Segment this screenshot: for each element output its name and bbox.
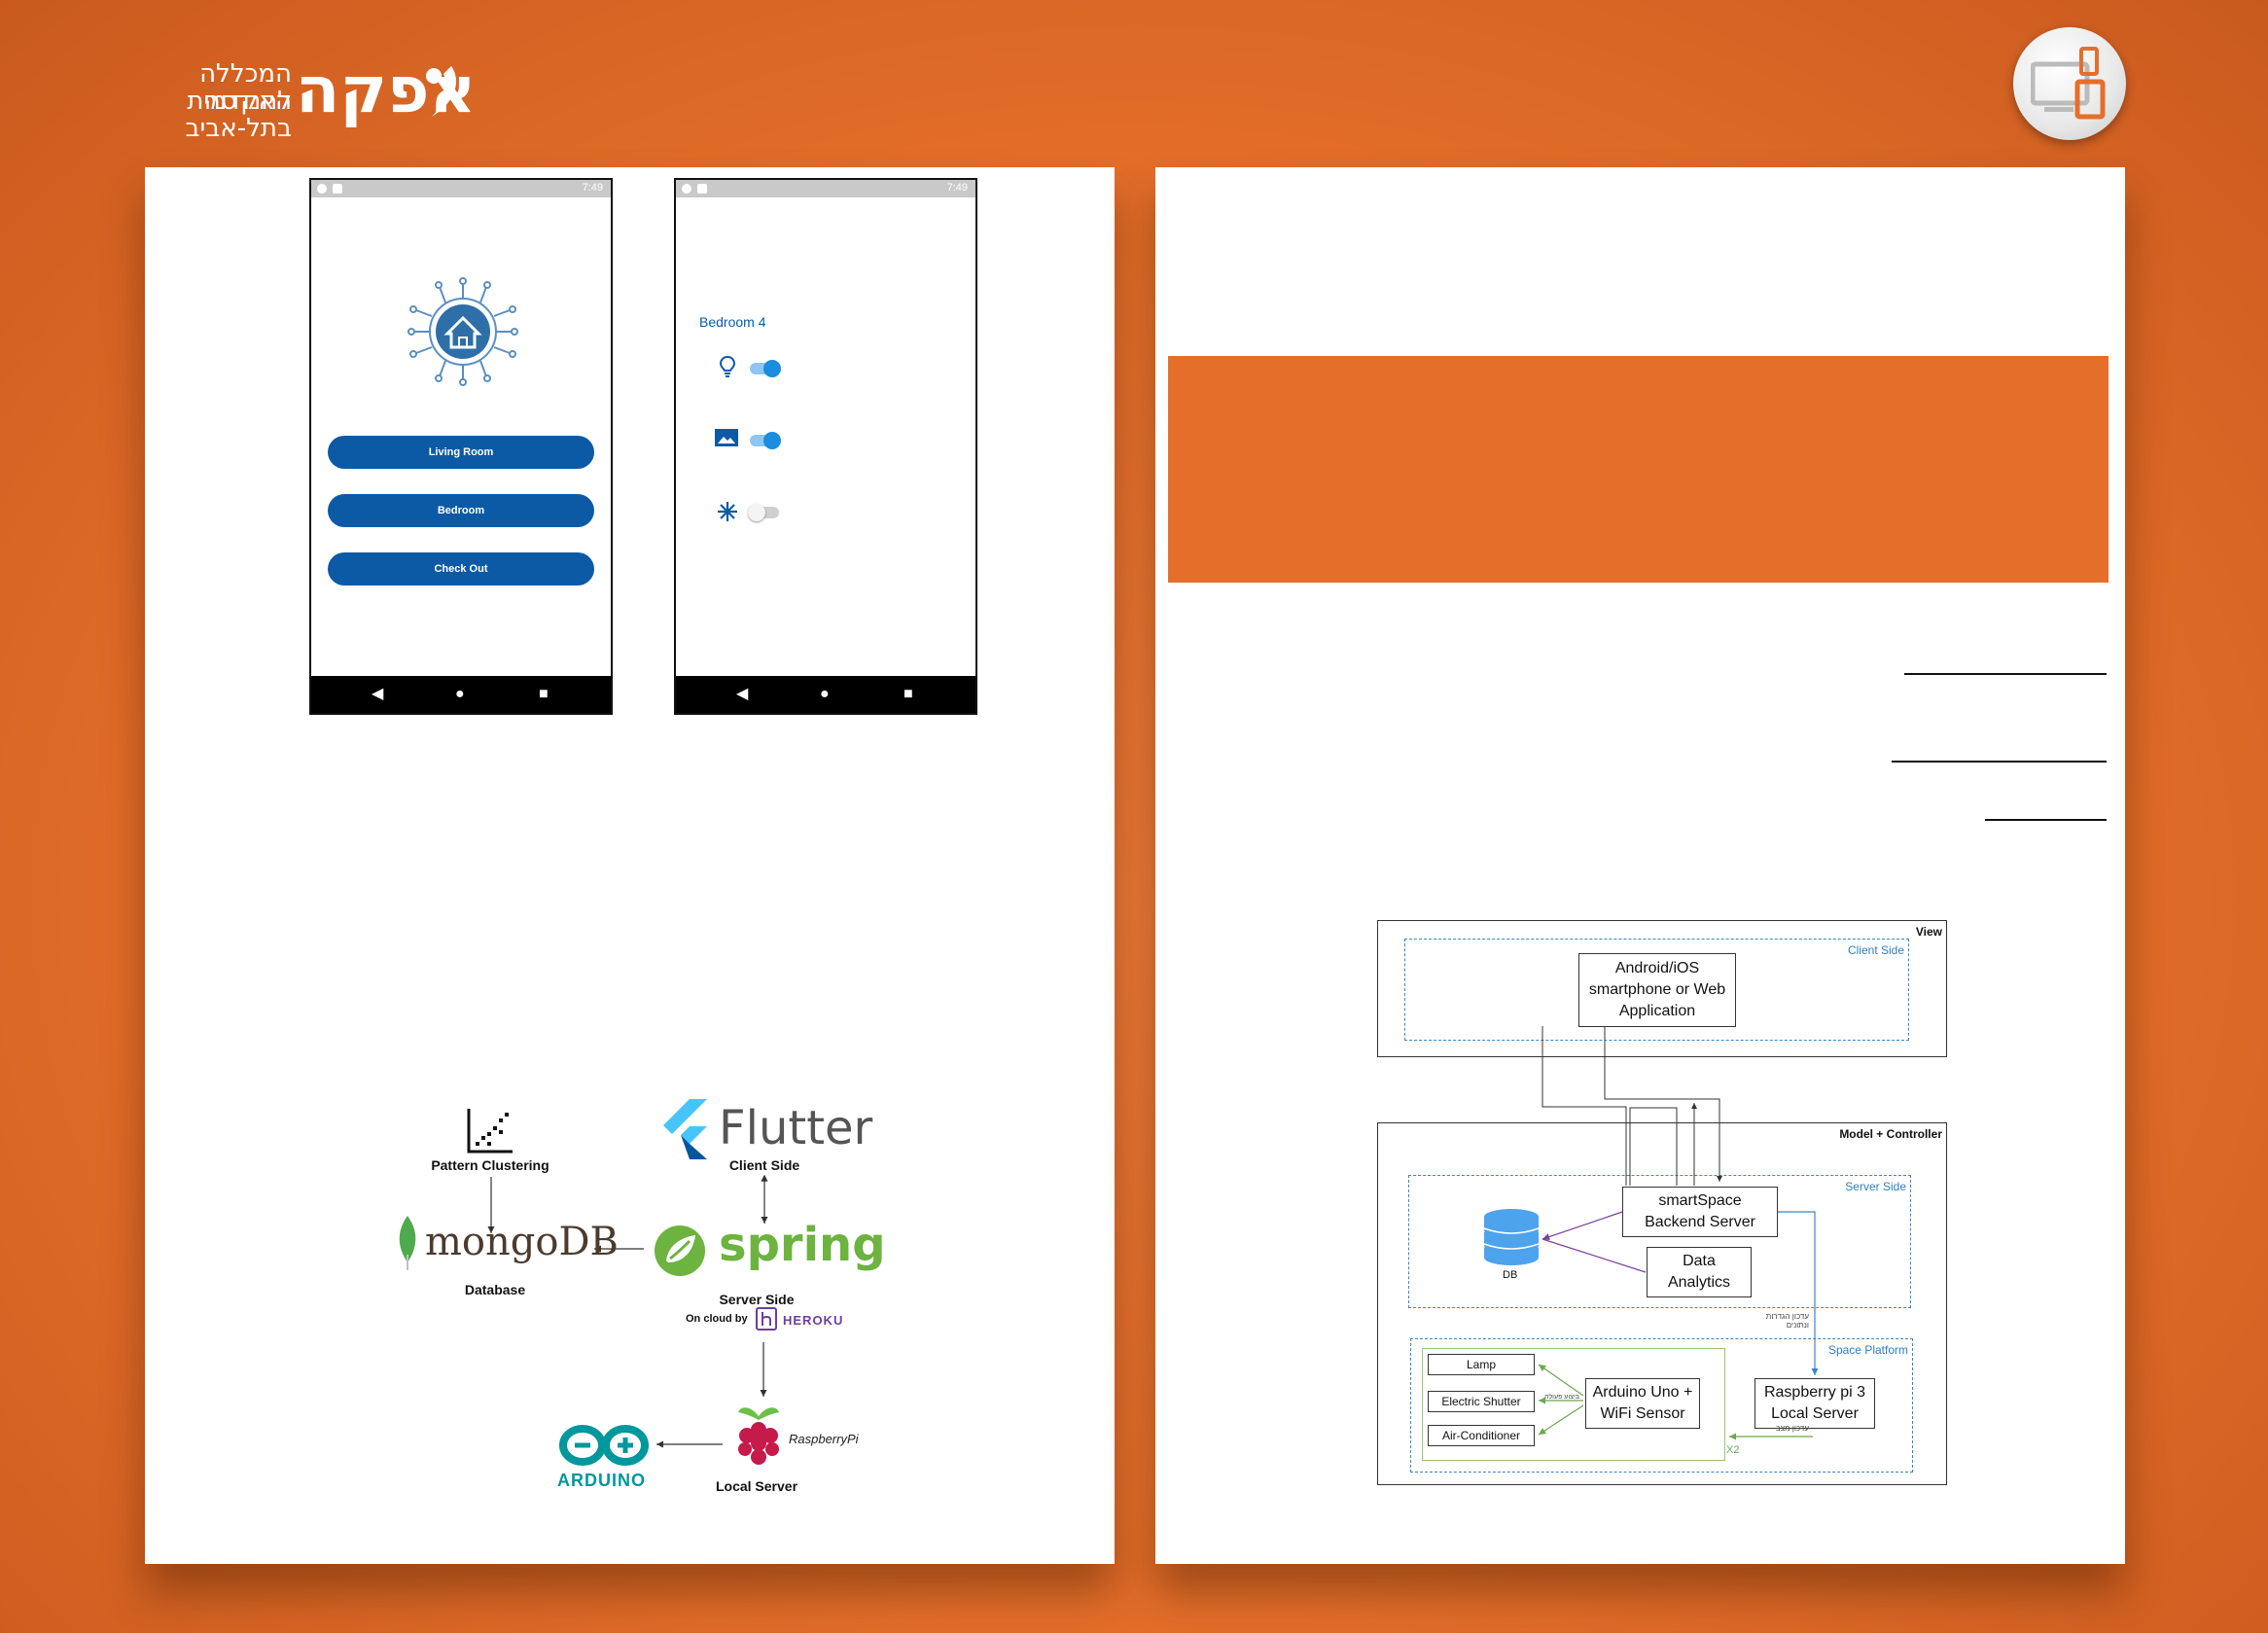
lightbulb-icon — [719, 355, 736, 377]
recents-icon[interactable]: ■ — [904, 686, 913, 702]
scatter-plot-icon — [467, 1109, 513, 1154]
status-time: 7:49 — [582, 182, 603, 194]
raspberry-pi-logo-icon — [738, 1407, 779, 1465]
database-label: Database — [464, 1282, 526, 1297]
spring-logo-icon — [655, 1225, 705, 1276]
heroku-logo-icon — [756, 1307, 777, 1331]
svg-text:עדכון הגדרות: עדכון הגדרות — [1766, 1312, 1810, 1321]
backend-server-box: smartSpace Backend Server — [1622, 1187, 1778, 1237]
underline-1 — [1904, 673, 2107, 675]
shutter-toggle[interactable] — [750, 432, 781, 449]
local-server-label: Local Server — [715, 1478, 798, 1494]
status-bar: 7:49 — [676, 180, 975, 197]
living-room-button[interactable]: Living Room — [328, 436, 594, 469]
room-title: Bedroom 4 — [699, 314, 766, 330]
client-side-region: Client Side — [1404, 939, 1909, 1041]
logo-line-1: המכללה האקדמית — [187, 59, 292, 116]
logo-mark-icon — [426, 66, 457, 117]
home-icon[interactable]: ● — [455, 686, 465, 702]
arduino-wordmark: ARDUINO — [557, 1471, 646, 1490]
electric-shutter-box: Electric Shutter — [1428, 1391, 1535, 1412]
space-platform-label: Space Platform — [1827, 1343, 1908, 1357]
college-logo: המכללה האקדמית להנדסה בתל-אביב אפקה — [136, 53, 477, 143]
ac-toggle[interactable] — [748, 504, 779, 521]
lamp-box: Lamp — [1428, 1354, 1535, 1375]
view-label: View — [1915, 925, 1942, 939]
client-side-label: Client Side — [1847, 943, 1904, 957]
smart-home-logo-icon — [408, 277, 518, 386]
model-controller-frame: Model + Controller Server Side DB smartS… — [1377, 1122, 1947, 1485]
arduino-group-region — [1422, 1348, 1725, 1461]
arduino-logo-icon — [559, 1425, 649, 1466]
spring-wordmark: spring — [719, 1218, 886, 1272]
right-page: View Client Side Android/iOS smartphone … — [1155, 167, 2125, 1564]
heroku-wordmark: HEROKU — [783, 1313, 844, 1328]
recents-icon[interactable]: ■ — [539, 686, 549, 702]
pattern-clustering-label: Pattern Clustering — [431, 1157, 549, 1173]
phone-home-screen: 7:49 Living Room Bedroom — [309, 178, 613, 715]
bedroom-button[interactable]: Bedroom — [328, 494, 594, 527]
status-time: 7:49 — [946, 182, 968, 194]
mongodb-leaf-icon — [399, 1216, 416, 1270]
check-out-button[interactable]: Check Out — [328, 552, 594, 586]
arduino-uno-box: Arduino Uno + WiFi Sensor — [1585, 1378, 1700, 1429]
left-page: 7:49 Living Room Bedroom — [145, 167, 1115, 1564]
mongodb-wordmark: mongoDB — [425, 1220, 619, 1264]
x2-label: X2 — [1726, 1444, 1740, 1456]
tech-stack-arrows — [487, 1174, 768, 1448]
orange-banner — [1168, 356, 2109, 583]
back-icon[interactable]: ◀ — [372, 686, 384, 702]
back-icon[interactable]: ◀ — [736, 686, 749, 702]
svg-text:ביצוע פעולה: ביצוע פעולה — [1544, 1393, 1579, 1401]
devices-badge-icon — [2013, 27, 2126, 140]
android-nav-bar: ◀ ● ■ — [676, 676, 975, 713]
raspberry-pi-wordmark: RaspberryPi — [789, 1432, 859, 1446]
phone-room-screen: 7:49 Bedroom 4 ◀ ● ■ — [674, 178, 977, 715]
logo-word: אפקה — [296, 53, 477, 127]
underline-3 — [1985, 819, 2107, 821]
flutter-logo-icon — [663, 1099, 707, 1159]
architecture-connectors: עדכון הגדרות ונתונים עדכון מצב ביצוע פעו… — [1538, 1026, 1819, 1440]
client-app-box: Android/iOS smartphone or Web Applicatio… — [1578, 953, 1736, 1027]
db-label: DB — [1503, 1269, 1518, 1281]
raspberry-pi-box: Raspberry pi 3 Local Server — [1754, 1378, 1875, 1429]
server-side-label: Server Side — [1845, 1180, 1906, 1193]
model-controller-label: Model + Controller — [1839, 1127, 1942, 1141]
on-cloud-label: On cloud by — [686, 1313, 748, 1325]
data-analytics-box: Data Analytics — [1647, 1247, 1752, 1297]
logo-line-2: להנדסה בתל-אביב — [185, 87, 292, 143]
client-side-label: Client Side — [728, 1157, 800, 1173]
flutter-wordmark: Flutter — [719, 1101, 873, 1155]
space-platform-region: Space Platform — [1410, 1338, 1913, 1473]
air-conditioner-box: Air-Conditioner — [1428, 1425, 1535, 1446]
underline-2 — [1892, 761, 2107, 763]
android-nav-bar: ◀ ● ■ — [311, 676, 611, 713]
svg-text:עדכון מצב: עדכון מצב — [1776, 1424, 1809, 1433]
database-icon — [1483, 1209, 1540, 1265]
svg-text:ונתונים: ונתונים — [1787, 1321, 1809, 1330]
view-frame: View Client Side Android/iOS smartphone … — [1377, 920, 1947, 1057]
home-icon[interactable]: ● — [820, 686, 830, 702]
status-bar: 7:49 — [311, 180, 611, 197]
picture-icon — [715, 429, 738, 446]
server-side-label: Server Side — [719, 1292, 795, 1307]
light-toggle[interactable] — [750, 360, 781, 377]
snowflake-icon — [718, 502, 737, 521]
server-side-region: Server Side — [1408, 1175, 1911, 1308]
